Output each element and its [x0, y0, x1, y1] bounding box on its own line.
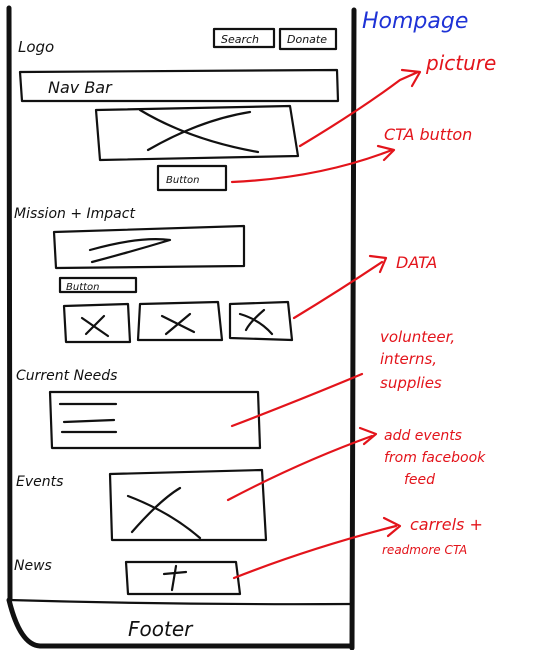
data-box-1 [62, 302, 132, 344]
hero-cta-button-label: Button [166, 175, 200, 186]
events-heading: Events [16, 474, 63, 490]
phone-frame [6, 5, 357, 650]
annotation-needs-line1: volunteer, [380, 328, 455, 346]
annotation-data: DATA [292, 253, 437, 320]
donate-button-label: Donate [287, 33, 327, 46]
page-title: Hompage [362, 9, 468, 34]
mission-image-placeholder [52, 224, 246, 270]
news-carousel [124, 560, 242, 596]
annotation-picture-label: picture [425, 51, 496, 75]
annotation-data-label: DATA [396, 253, 437, 272]
annotation-events-line1: add events [384, 428, 462, 444]
annotation-events: add events from facebook feed [226, 426, 486, 502]
events-image-placeholder [108, 468, 268, 542]
annotation-news-line1: carrels + [410, 515, 483, 534]
data-box-2 [136, 300, 224, 342]
footer-label: Footer [128, 617, 194, 641]
donate-button[interactable]: Donate [278, 27, 338, 51]
annotation-events-line2: from facebook [384, 450, 486, 466]
logo: Logo [18, 38, 54, 56]
annotation-needs-line3: supplies [380, 374, 442, 392]
nav-bar[interactable]: Nav Bar [18, 68, 340, 103]
mission-heading: Mission + Impact [14, 206, 135, 222]
annotation-picture: picture [298, 51, 496, 148]
hero-image-placeholder [94, 104, 300, 162]
current-needs-card [48, 390, 262, 450]
mission-button[interactable]: Button [58, 276, 138, 294]
nav-bar-label: Nav Bar [48, 78, 113, 97]
mission-button-label: Button [66, 282, 100, 293]
annotation-cta-label: CTA button [384, 125, 472, 144]
annotation-events-line3: feed [404, 472, 435, 488]
search-button[interactable]: Search [212, 27, 276, 49]
annotation-news-line2: readmore CTA [382, 543, 467, 557]
annotation-news: carrels + readmore CTA [232, 515, 483, 580]
annotation-needs-line2: interns, [380, 350, 437, 368]
data-box-3 [228, 300, 294, 342]
annotation-cta: CTA button [230, 125, 472, 184]
search-button-label: Search [221, 33, 259, 46]
current-needs-heading: Current Needs [16, 368, 117, 384]
hero-cta-button[interactable]: Button [156, 164, 228, 192]
annotation-needs: volunteer, interns, supplies [230, 328, 455, 428]
news-heading: News [14, 558, 52, 574]
